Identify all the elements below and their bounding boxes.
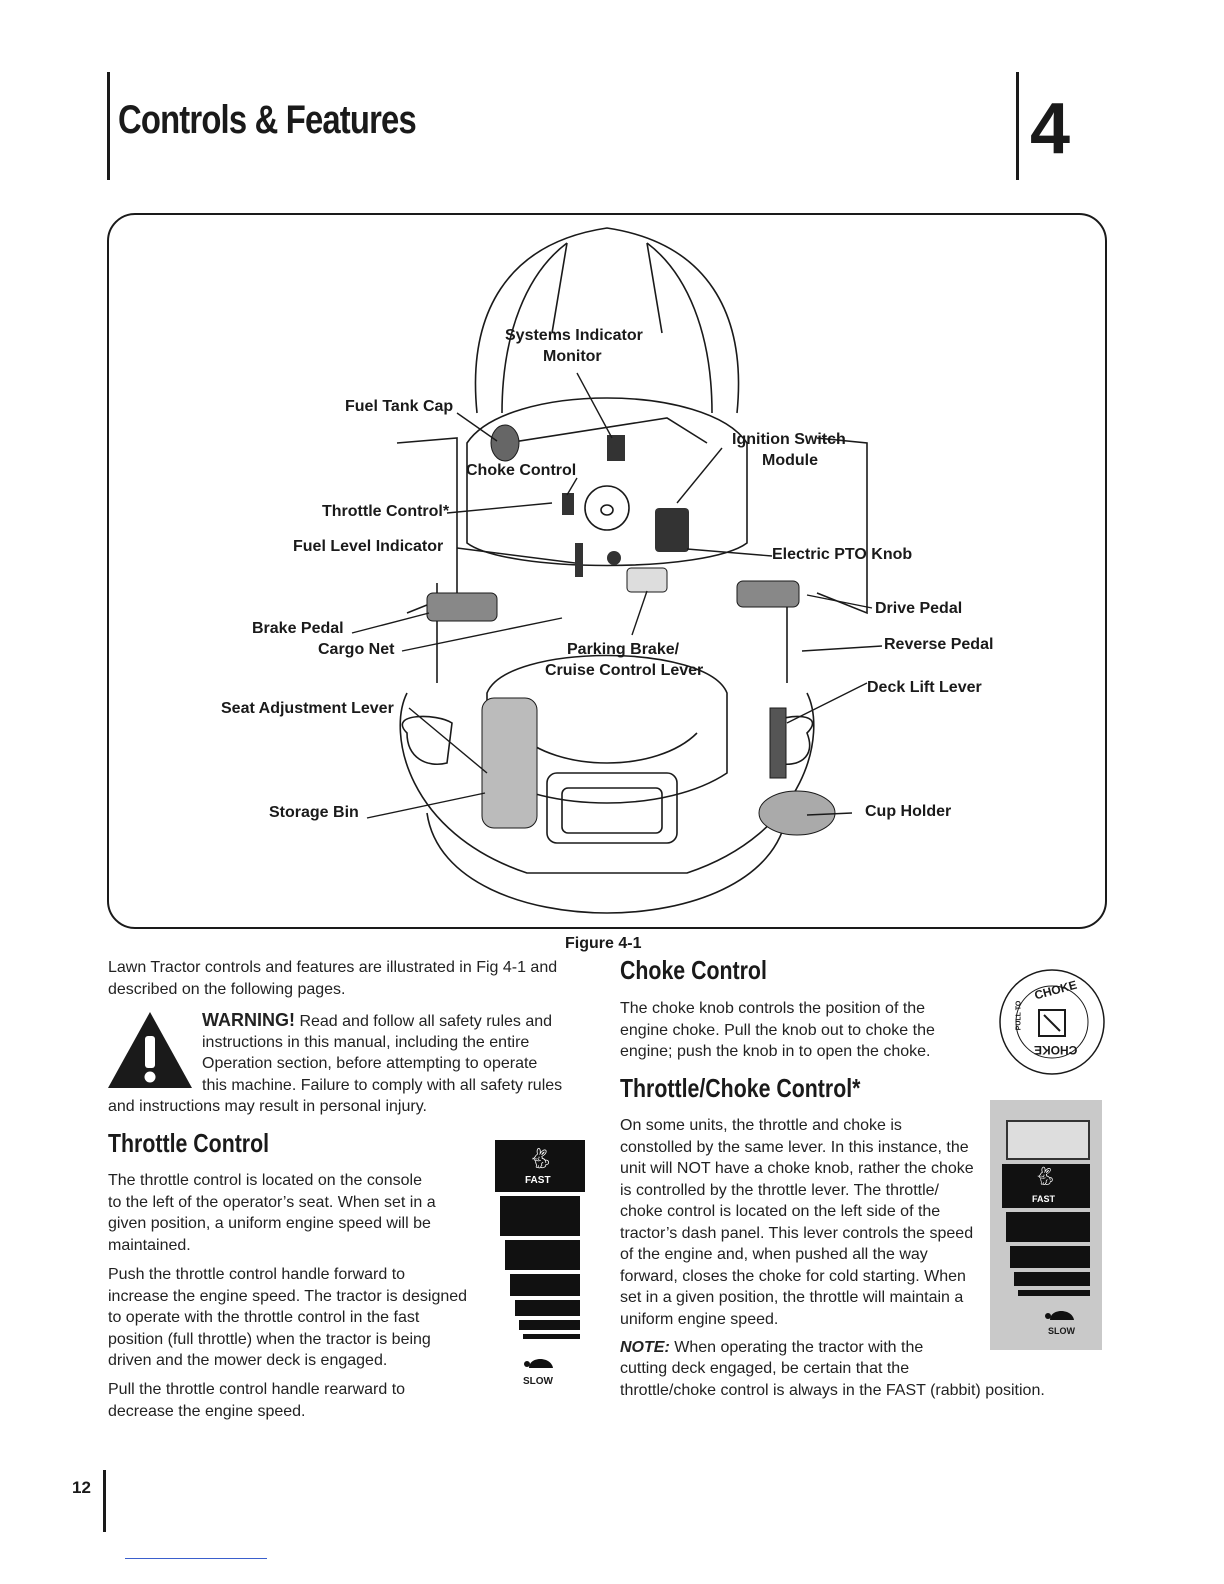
footer-link-line bbox=[125, 1558, 267, 1559]
note-line-2: cutting deck engaged, be certain that th… bbox=[620, 1360, 910, 1377]
label-cargo-net: Cargo Net bbox=[318, 641, 395, 658]
turtle-icon-2 bbox=[1045, 1311, 1074, 1320]
choke-decal-icon bbox=[999, 969, 1105, 1075]
decal-fast-label: FAST bbox=[525, 1175, 551, 1186]
tractor-illustration bbox=[351, 227, 883, 914]
label-throttle-control: Throttle Control* bbox=[322, 503, 450, 520]
note-label: NOTE: bbox=[620, 1339, 670, 1356]
label-module: Module bbox=[762, 452, 818, 469]
turtle-icon bbox=[524, 1359, 553, 1368]
label-monitor: Monitor bbox=[543, 348, 602, 365]
label-brake-pedal: Brake Pedal bbox=[252, 620, 344, 637]
throttle-paragraph-3: Pull the throttle control handle rearwar… bbox=[108, 1381, 406, 1420]
header-left-rule bbox=[107, 72, 110, 180]
intro-line-2: described on the following pages. bbox=[108, 981, 346, 998]
header-right-rule bbox=[1016, 72, 1019, 180]
warning-icon bbox=[108, 1012, 192, 1088]
label-cup-holder: Cup Holder bbox=[865, 803, 952, 820]
page-title: Controls & Features bbox=[118, 98, 417, 142]
choke-control-heading: Choke Control bbox=[620, 955, 767, 985]
decal2-slow-label: SLOW bbox=[1048, 1326, 1075, 1336]
intro-line-1: Lawn Tractor controls and features are i… bbox=[108, 959, 558, 976]
decal-choke-window bbox=[1006, 1120, 1090, 1160]
throttle-decal: 🐇︎ FAST SLOW bbox=[495, 1140, 585, 1400]
note-line-3: throttle/choke control is always in the … bbox=[620, 1382, 1045, 1399]
warning-line-3: Operation section, before attempting to … bbox=[202, 1055, 538, 1072]
throttle-paragraph-2: Push the throttle control handle forward… bbox=[108, 1266, 468, 1369]
label-choke-control: Choke Control bbox=[466, 462, 577, 479]
label-drive-pedal: Drive Pedal bbox=[875, 600, 963, 617]
figure-caption: Figure 4-1 bbox=[565, 935, 642, 952]
throttle-choke-decal: 🐇︎ FAST SLOW bbox=[990, 1100, 1102, 1350]
warning-line-5: and instructions may result in personal … bbox=[108, 1098, 427, 1115]
rabbit-icon-2: 🐇︎ bbox=[1034, 1166, 1057, 1186]
label-ignition-switch: Ignition Switch bbox=[732, 431, 846, 448]
warning-line-4: this machine. Failure to comply with all… bbox=[202, 1077, 563, 1094]
label-storage-bin: Storage Bin bbox=[269, 804, 359, 821]
footer-rule bbox=[103, 1470, 106, 1532]
decal2-fast-label: FAST bbox=[1032, 1194, 1056, 1204]
label-reverse-pedal: Reverse Pedal bbox=[884, 636, 994, 653]
choke-paragraph: The choke knob controls the position of … bbox=[620, 1000, 935, 1060]
label-parking-brake: Parking Brake/ bbox=[567, 641, 680, 658]
throttle-choke-paragraph: On some units, the throttle and choke is… bbox=[620, 1117, 974, 1328]
throttle-choke-heading: Throttle/Choke Control* bbox=[620, 1073, 861, 1103]
choke-decal-side-text: PULL TO bbox=[1015, 1000, 1023, 1031]
warning-text: WARNING! Read and follow all safety rule… bbox=[202, 1010, 552, 1033]
label-systems-indicator: Systems Indicator bbox=[505, 327, 643, 344]
decal-slow-label: SLOW bbox=[523, 1376, 553, 1387]
label-fuel-tank-cap: Fuel Tank Cap bbox=[345, 398, 454, 415]
label-deck-lift-lever: Deck Lift Lever bbox=[867, 679, 982, 696]
page-number: 12 bbox=[72, 1478, 91, 1497]
rabbit-icon: 🐇︎ bbox=[528, 1148, 554, 1170]
warning-line-1: Read and follow all safety rules and bbox=[295, 1013, 553, 1030]
choke-decal-bottom-text: CHOKE bbox=[1034, 1043, 1078, 1057]
label-seat-adjustment-lever: Seat Adjustment Lever bbox=[221, 700, 394, 717]
label-cruise-control-lever: Cruise Control Lever bbox=[545, 662, 704, 679]
label-fuel-level-indicator: Fuel Level Indicator bbox=[293, 538, 444, 555]
decal-fast-block bbox=[495, 1140, 585, 1192]
figure-frame bbox=[107, 213, 1107, 929]
chapter-number: 4 bbox=[1030, 89, 1071, 169]
warning-strong: WARNING! bbox=[202, 1010, 295, 1030]
warning-line-2: instructions in this manual, including t… bbox=[202, 1034, 530, 1051]
label-electric-pto-knob: Electric PTO Knob bbox=[772, 546, 913, 563]
note-line-1: NOTE: When operating the tractor with th… bbox=[620, 1339, 924, 1356]
throttle-control-heading: Throttle Control bbox=[108, 1128, 270, 1158]
throttle-paragraph-1: The throttle control is located on the c… bbox=[108, 1172, 436, 1254]
